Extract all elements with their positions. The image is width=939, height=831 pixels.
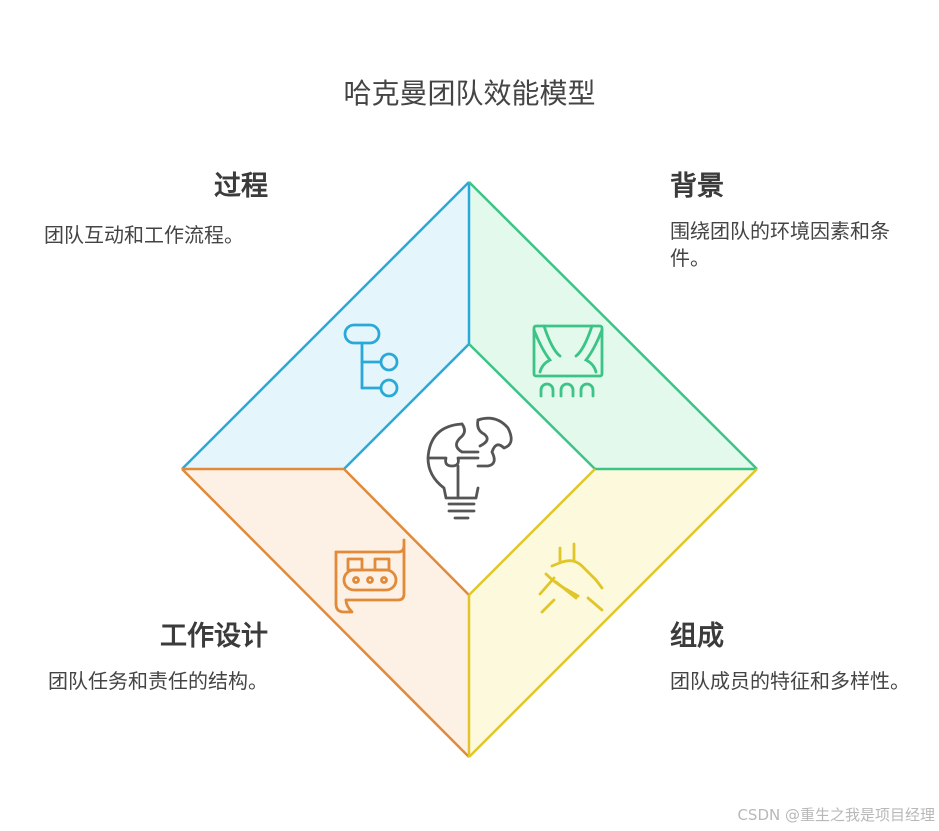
context-description: 围绕团队的环境因素和条件。 bbox=[670, 219, 890, 270]
work-design-border bbox=[181, 467, 470, 758]
composition-border bbox=[467, 468, 758, 758]
hands-together-icon bbox=[538, 542, 604, 614]
process-title: 过程 bbox=[214, 171, 268, 202]
flowchart-icon bbox=[343, 323, 399, 398]
diagram-title: 哈克曼团队效能模型 bbox=[343, 77, 596, 110]
stage-curtain-icon bbox=[532, 324, 604, 398]
context-border bbox=[468, 181, 758, 471]
process-border bbox=[181, 181, 471, 470]
work-design-description: 团队任务和责任的结构。 bbox=[48, 669, 268, 693]
conveyor-scroll-icon bbox=[334, 538, 406, 614]
composition-title: 组成 bbox=[670, 621, 724, 652]
process-description: 团队互动和工作流程。 bbox=[44, 223, 244, 247]
context-title: 背景 bbox=[670, 171, 724, 202]
work-design-title: 工作设计 bbox=[160, 621, 268, 652]
puzzle-lightbulb-icon bbox=[426, 416, 513, 520]
watermark: CSDN @重生之我是项目经理 bbox=[737, 806, 935, 824]
composition-description: 团队成员的特征和多样性。 bbox=[670, 669, 910, 693]
